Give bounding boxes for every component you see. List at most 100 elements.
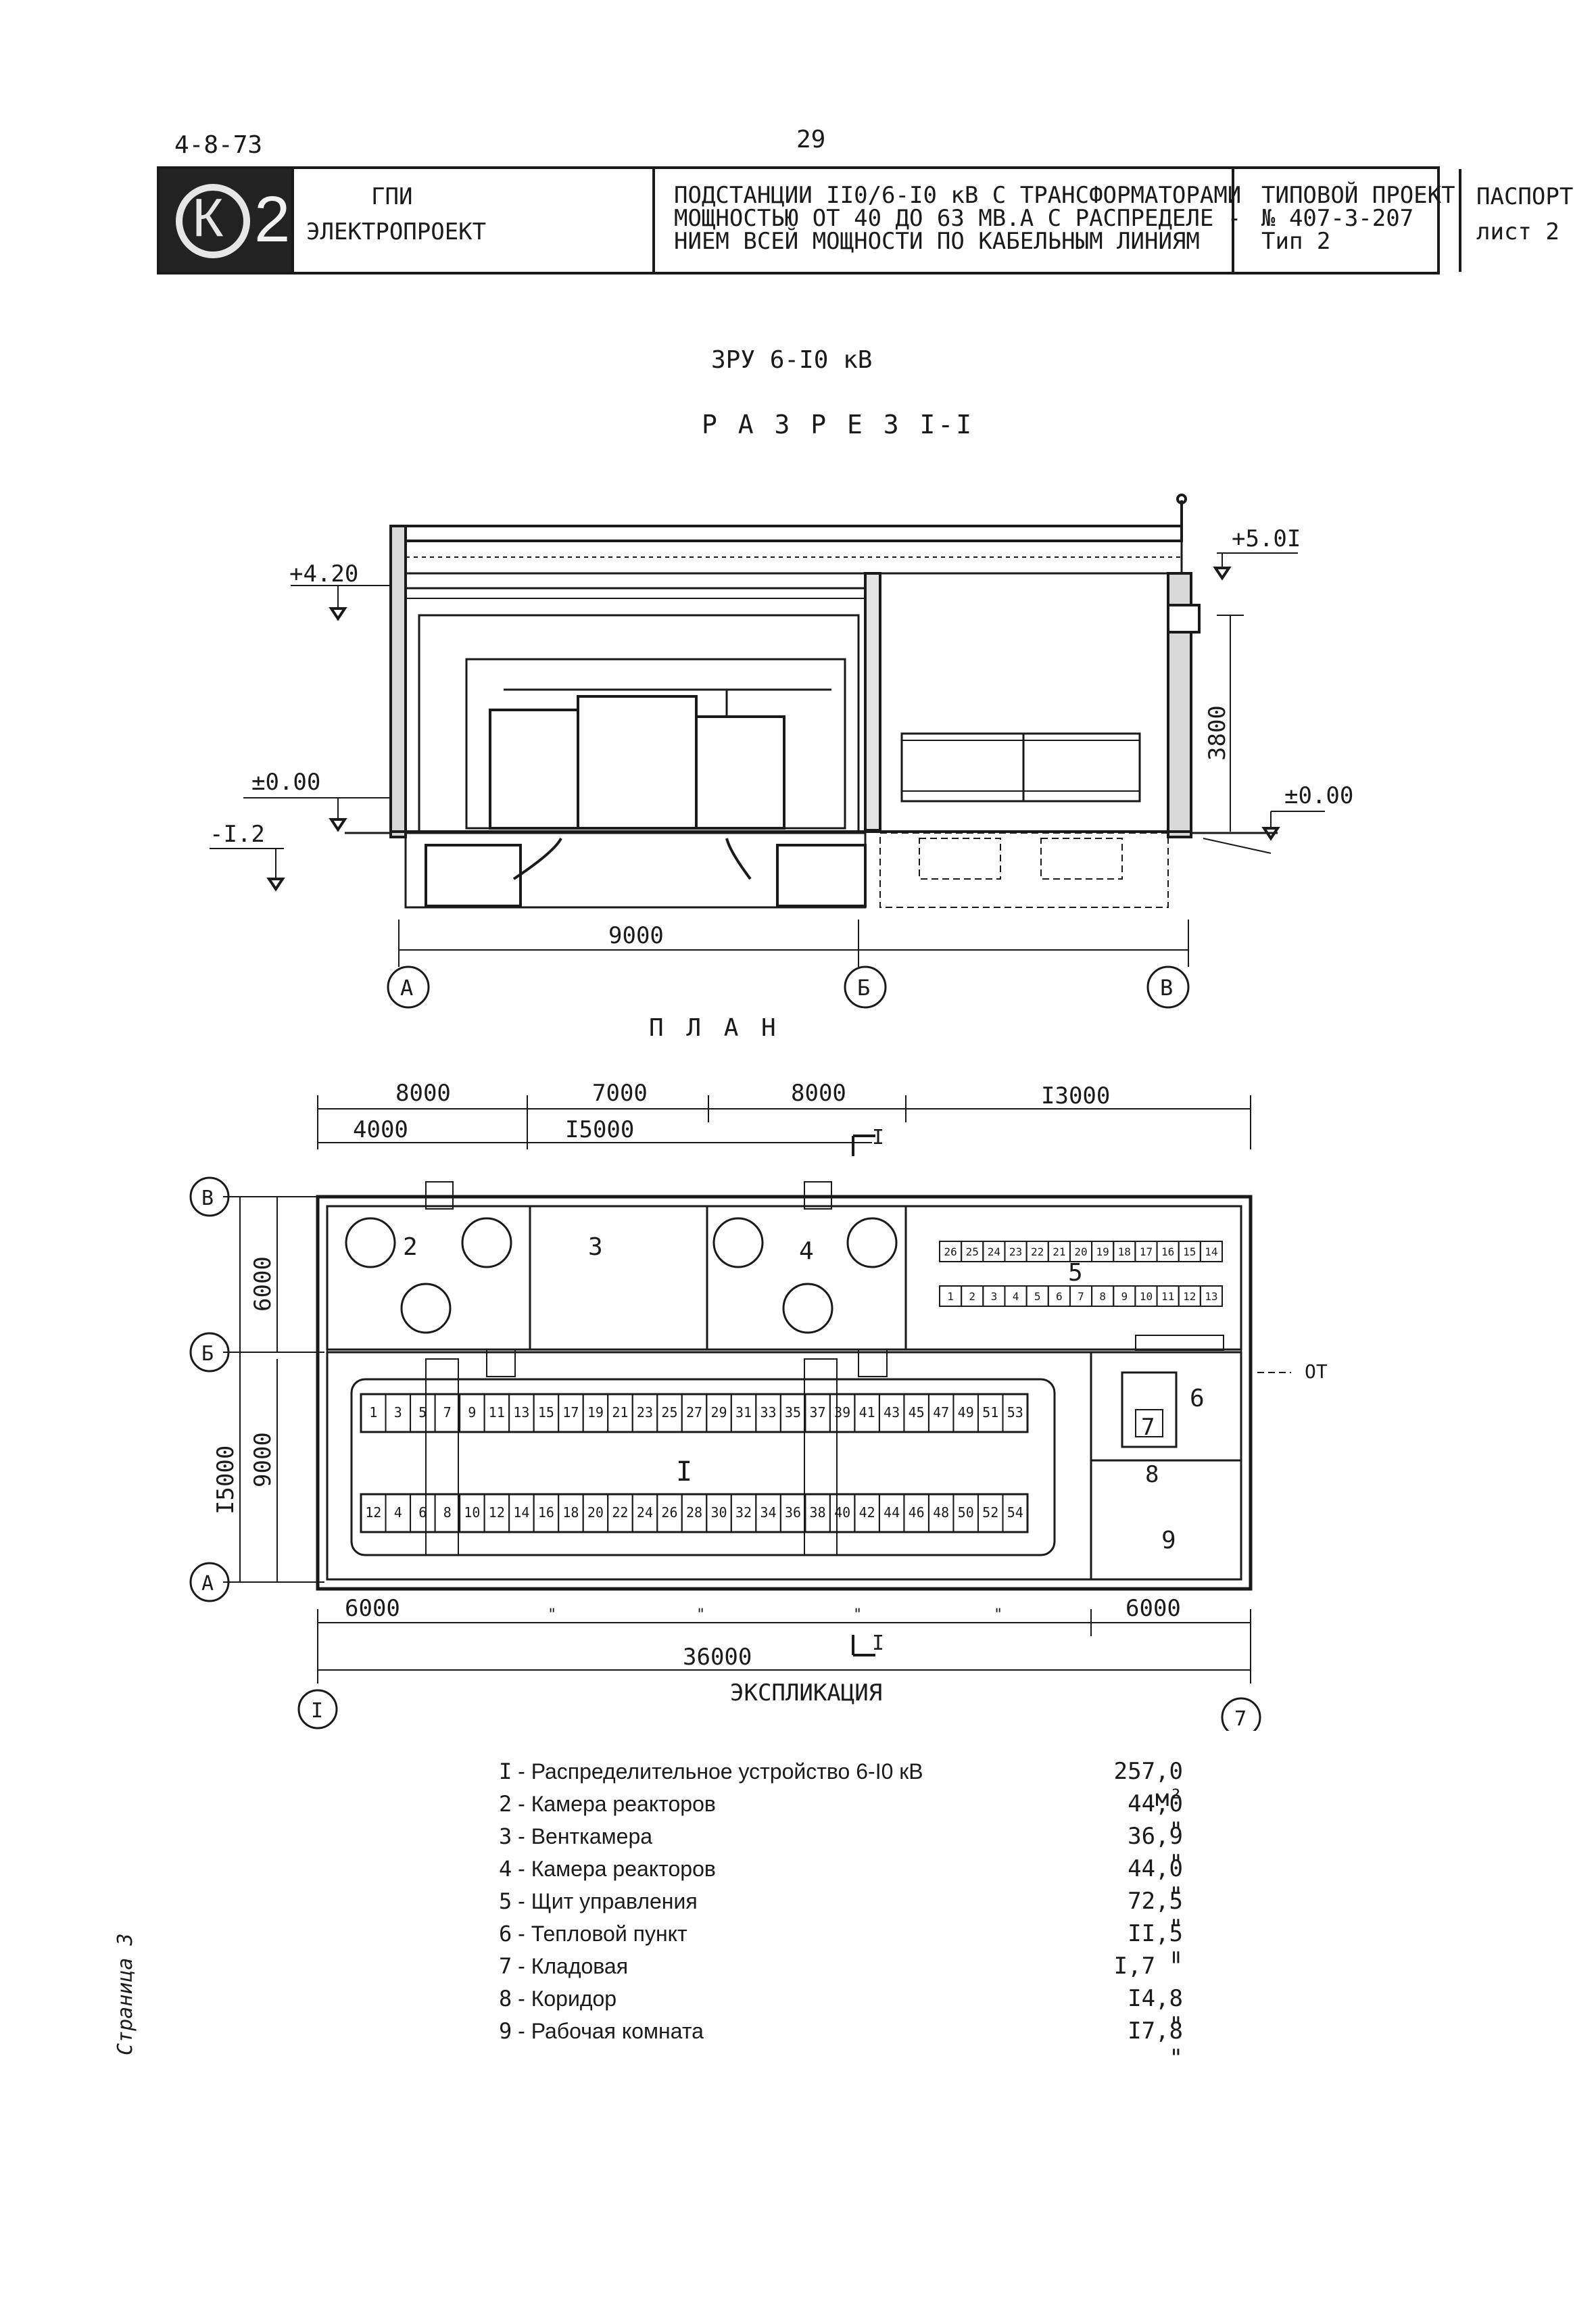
org-cell: ГПИ ЭЛЕКТРОПРОЕКТ <box>291 169 655 272</box>
panel-bottom-label: 38 <box>810 1504 826 1521</box>
shield-top-label: 16 <box>1161 1245 1174 1258</box>
shield-top-label: 21 <box>1053 1245 1065 1258</box>
section-drawing: +5.0I +4.20 ±0.00 ±0.00 -I.2 3800 9000 А… <box>210 494 1353 1009</box>
plan-bottomdim-2: 6000 <box>1126 1595 1181 1622</box>
shield-bottom-label: 4 <box>1013 1290 1019 1303</box>
panel-bottom-label: 34 <box>760 1504 777 1521</box>
sheet-line-1: ПАСПОРТ <box>1476 183 1574 210</box>
explication-item-area: 72,5 " <box>1128 1888 1183 1942</box>
shield-bottom-label: 9 <box>1121 1290 1128 1303</box>
section-title: Р А З Р Е З I-I <box>702 410 975 439</box>
section-axis-v: В <box>1160 975 1173 1001</box>
panel-bottom-label: 48 <box>933 1504 949 1521</box>
panel-bottom-label: 30 <box>710 1504 727 1521</box>
explication-item-name: - Тепловой пункт <box>512 1922 687 1946</box>
panel-top-label: 9 <box>468 1404 476 1421</box>
explication-item-area: 257,0 м² <box>1113 1758 1183 1812</box>
panel-top-label: 21 <box>612 1404 628 1421</box>
shield-bottom-cell <box>1199 1285 1224 1307</box>
explication-item-area: I,7 " <box>1113 1953 1183 1980</box>
panel-bottom-label: 28 <box>686 1504 702 1521</box>
panel-bottom-cell <box>1002 1494 1028 1533</box>
title-cell: ПОДСТАНЦИИ II0/6-I0 кВ С ТРАНСФОРМАТОРАМ… <box>655 169 1241 272</box>
level-zero-right-label: ±0.00 <box>1284 782 1353 809</box>
room-label-6: 6 <box>1190 1385 1205 1412</box>
panel-top-label: 39 <box>834 1404 850 1421</box>
explication-item-name: - Камера реакторов <box>512 1857 716 1881</box>
explication-item-number: 8 <box>499 1986 512 2011</box>
explication-item: 2 - Камера реакторов <box>499 1790 716 1817</box>
logo-ck-emblem <box>176 184 250 258</box>
page-number: 29 <box>796 126 826 153</box>
shield-top-label: 23 <box>1009 1245 1022 1258</box>
panel-top-label: 49 <box>958 1404 974 1421</box>
explication-item-number: 2 <box>499 1791 512 1817</box>
explication-item-area: II,5 " <box>1128 1920 1183 1974</box>
title-line-1: ПОДСТАНЦИИ II0/6-I0 кВ С ТРАНСФОРМАТОРАМ… <box>674 182 1242 209</box>
explication-item-number: I <box>499 1759 512 1784</box>
room-label-2: 2 <box>403 1233 418 1261</box>
explication-item-number: 5 <box>499 1888 512 1914</box>
shield-bottom-label: 12 <box>1183 1290 1196 1303</box>
org-line-2: ЭЛЕКТРОПРОЕКТ <box>306 218 487 245</box>
explication-item-number: 3 <box>499 1823 512 1849</box>
explication-item: 9 - Рабочая комната <box>499 2018 704 2045</box>
margin-note: Страница 3 <box>114 1933 137 2055</box>
logo-digit: 2 <box>254 183 291 256</box>
panel-bottom-label: 26 <box>661 1504 677 1521</box>
section-mark-bottom: I <box>872 1631 884 1655</box>
shield-top-label: 26 <box>944 1245 957 1258</box>
shield-top-label: 14 <box>1205 1245 1217 1258</box>
panel-top-label: 53 <box>1007 1404 1023 1421</box>
panel-top-label: 33 <box>760 1404 777 1421</box>
panel-top-label: 1 <box>369 1404 377 1421</box>
explication-item-name: - Рабочая комната <box>512 2019 704 2043</box>
panel-bottom-label: 22 <box>612 1504 628 1521</box>
plan-ditto-1: " <box>548 1606 556 1623</box>
title-line-3: НИЕМ ВСЕЙ МОЩНОСТИ ПО КАБЕЛЬНЫМ ЛИНИЯМ <box>674 228 1200 255</box>
panel-bottom-label: 16 <box>538 1504 554 1521</box>
panel-bottom-label: 54 <box>1007 1504 1023 1521</box>
explication-item: 5 - Щит управления <box>499 1888 698 1915</box>
panel-top-label: 45 <box>909 1404 925 1421</box>
explication-item-name: - Коридор <box>512 1986 617 2011</box>
explication-item-number: 6 <box>499 1921 512 1947</box>
panel-top-label: 3 <box>394 1404 402 1421</box>
shield-bottom-label: 13 <box>1205 1290 1217 1303</box>
plan-axis-v: В <box>201 1187 214 1210</box>
shield-bottom-label: 2 <box>969 1290 975 1303</box>
shield-bottom-label: 7 <box>1078 1290 1084 1303</box>
plan-axis-1: I <box>311 1699 323 1723</box>
panel-bottom-label: 14 <box>513 1504 529 1521</box>
panel-top-label: 25 <box>661 1404 677 1421</box>
panel-top-label: 17 <box>562 1404 579 1421</box>
room-label-4: 4 <box>799 1237 814 1265</box>
explication-item-name: - Щит управления <box>512 1889 698 1913</box>
shield-top-label: 22 <box>1031 1245 1044 1258</box>
project-cell: ТИПОВОЙ ПРОЕКТ № 407-3-207 Тип 2 <box>1234 169 1461 272</box>
panel-top-label: 11 <box>489 1404 505 1421</box>
level-zero-left-label: ±0.00 <box>251 769 320 796</box>
section-axis-b: Б <box>857 975 870 1001</box>
explication-item-area: I7,8 " <box>1128 2018 1183 2072</box>
plan-subdim-2: I5000 <box>565 1116 634 1143</box>
panel-bottom-label: 46 <box>909 1504 925 1521</box>
plan-ditto-4: " <box>994 1606 1002 1623</box>
level-minus-label: -I.2 <box>210 821 265 848</box>
shield-bottom-label: 1 <box>947 1290 954 1303</box>
explication-item-name: - Кладовая <box>512 1954 629 1978</box>
drawing-heading: ЗРУ 6-I0 кВ <box>711 346 873 374</box>
room-label-3: 3 <box>588 1233 603 1261</box>
room-label-7: 7 <box>1141 1414 1155 1441</box>
project-line-1: ТИПОВОЙ ПРОЕКТ <box>1261 182 1455 209</box>
panel-bottom-label: 36 <box>785 1504 801 1521</box>
shield-bottom-label: 10 <box>1140 1290 1153 1303</box>
plan-bottomdim-3: 36000 <box>683 1644 752 1671</box>
room-label-5: 5 <box>1068 1259 1083 1287</box>
shield-top-label: 19 <box>1096 1245 1109 1258</box>
shield-top-label: 24 <box>988 1245 1000 1258</box>
panel-bottom-label: 12 <box>365 1504 381 1521</box>
